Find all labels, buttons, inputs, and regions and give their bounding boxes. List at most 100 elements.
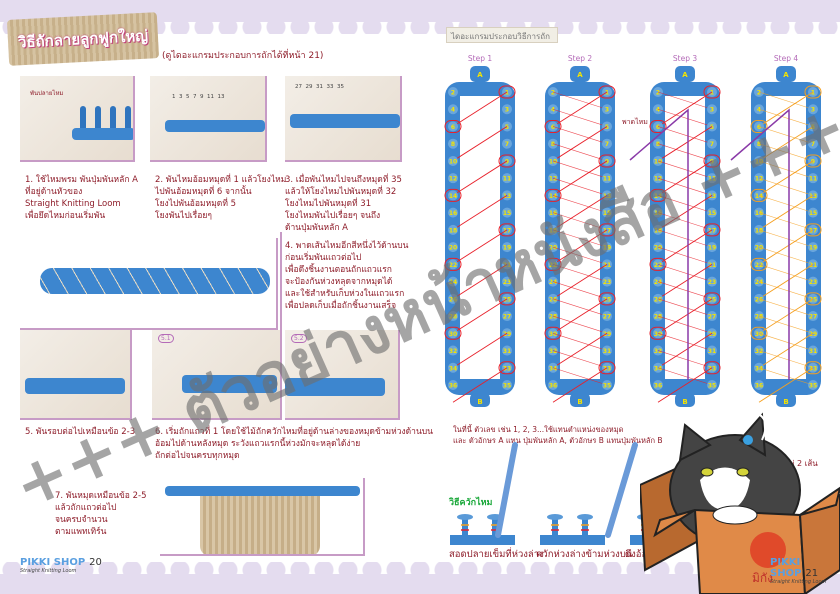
- peg-number: 19: [708, 245, 716, 252]
- peg-number: 36: [449, 383, 457, 390]
- peg-number: 8: [451, 141, 455, 148]
- peg-a-label: A: [682, 71, 688, 79]
- peg-number: 18: [549, 227, 557, 234]
- thread-loop: [598, 223, 616, 237]
- thread: [657, 91, 713, 110]
- peg-number: 26: [449, 296, 457, 303]
- thread-loop: [544, 326, 562, 340]
- thread: [452, 367, 508, 403]
- peg-number: 28: [549, 314, 557, 321]
- peg-number: 34: [549, 365, 557, 372]
- peg-number: 32: [654, 348, 662, 355]
- peg-number: 3: [605, 107, 609, 114]
- peg-number: 13: [603, 193, 611, 200]
- thread: [657, 143, 713, 162]
- thread: [552, 195, 608, 231]
- photo-step-5-1: 5.1: [152, 330, 282, 420]
- peg: [808, 104, 818, 115]
- peg: [707, 173, 717, 184]
- peg-number: 16: [755, 210, 763, 217]
- peg-number: 23: [503, 279, 511, 286]
- peg-number: 29: [809, 331, 817, 338]
- peg: [448, 242, 458, 253]
- peg-number: 21: [708, 262, 716, 269]
- peg-number: 31: [708, 348, 716, 355]
- peg-number: 16: [549, 210, 557, 217]
- peg-number: 24: [654, 279, 662, 286]
- peg-number: 25: [809, 296, 817, 303]
- peg-number: 14: [549, 193, 557, 200]
- box-front: [693, 508, 807, 594]
- thread-loop: [444, 257, 462, 271]
- peg: [448, 138, 458, 149]
- peg-number: 32: [755, 348, 763, 355]
- peg: [448, 311, 458, 322]
- peg-number: 24: [755, 279, 763, 286]
- peg: [707, 138, 717, 149]
- thread: [552, 195, 608, 213]
- peg-number: 24: [549, 279, 557, 286]
- photo-step-5: [20, 330, 132, 420]
- peg-number: 5: [505, 124, 509, 131]
- peg: [502, 311, 512, 322]
- cat-in-box-sticker: มิกัง: [640, 412, 840, 594]
- peg-b-label: B: [477, 398, 482, 406]
- thread-loop: [804, 361, 822, 375]
- thread-loop: [544, 257, 562, 271]
- peg-a-knob: [470, 66, 490, 82]
- peg: [502, 121, 512, 132]
- step-label: Step 1: [468, 54, 492, 63]
- peg-number: 11: [708, 176, 716, 183]
- peg-number: 11: [603, 176, 611, 183]
- peg: [602, 345, 612, 356]
- peg-number: 12: [449, 176, 457, 183]
- peg-number: 14: [755, 193, 763, 200]
- step-label: Step 3: [673, 54, 697, 63]
- photo-label: พันปลายไหม: [30, 90, 64, 97]
- peg-number: 28: [449, 314, 457, 321]
- peg-number: 2: [551, 90, 555, 97]
- thread: [657, 281, 713, 300]
- peg-number: 1: [811, 90, 815, 97]
- step-4-text: 4. พาดเส้นไหมอีกสีหนึ่งไว้ด้านบน ก่อนเริ…: [285, 241, 409, 311]
- peg-number: 20: [654, 245, 662, 252]
- peg-number: 5: [811, 124, 815, 131]
- thread-loop: [498, 85, 516, 99]
- peg-number: 1: [505, 90, 509, 97]
- peg: [502, 173, 512, 184]
- peg-number: 34: [755, 365, 763, 372]
- peg-number: 32: [449, 348, 457, 355]
- peg-a-knob: [570, 66, 590, 82]
- thread-loop: [498, 223, 516, 237]
- peg: [448, 276, 458, 287]
- thread: [452, 160, 508, 196]
- peg-a-label: A: [577, 71, 583, 79]
- thread: [657, 177, 713, 196]
- thread: [552, 91, 608, 127]
- thread-loop: [498, 154, 516, 168]
- thread: [452, 126, 508, 162]
- peg: [808, 242, 818, 253]
- loom-photo: [25, 378, 125, 394]
- page-number: 20: [89, 557, 102, 568]
- box-label: มิกัง: [752, 571, 773, 585]
- peg: [602, 276, 612, 287]
- thread: [552, 160, 608, 179]
- peg: [707, 207, 717, 218]
- peg-number: 16: [449, 210, 457, 217]
- thread: [552, 126, 608, 144]
- peg: [602, 138, 612, 149]
- peg-number: 3: [811, 107, 815, 114]
- peg-number: 35: [503, 383, 511, 390]
- peg-a-knob: [776, 66, 796, 82]
- thread: [758, 315, 814, 334]
- thread-loop: [444, 188, 462, 202]
- thread: [552, 212, 608, 231]
- thread-loop: [750, 188, 768, 202]
- peg: [448, 121, 458, 132]
- thread-loop: [703, 223, 721, 237]
- brand-logo: PIKKI SHOP: [770, 557, 802, 579]
